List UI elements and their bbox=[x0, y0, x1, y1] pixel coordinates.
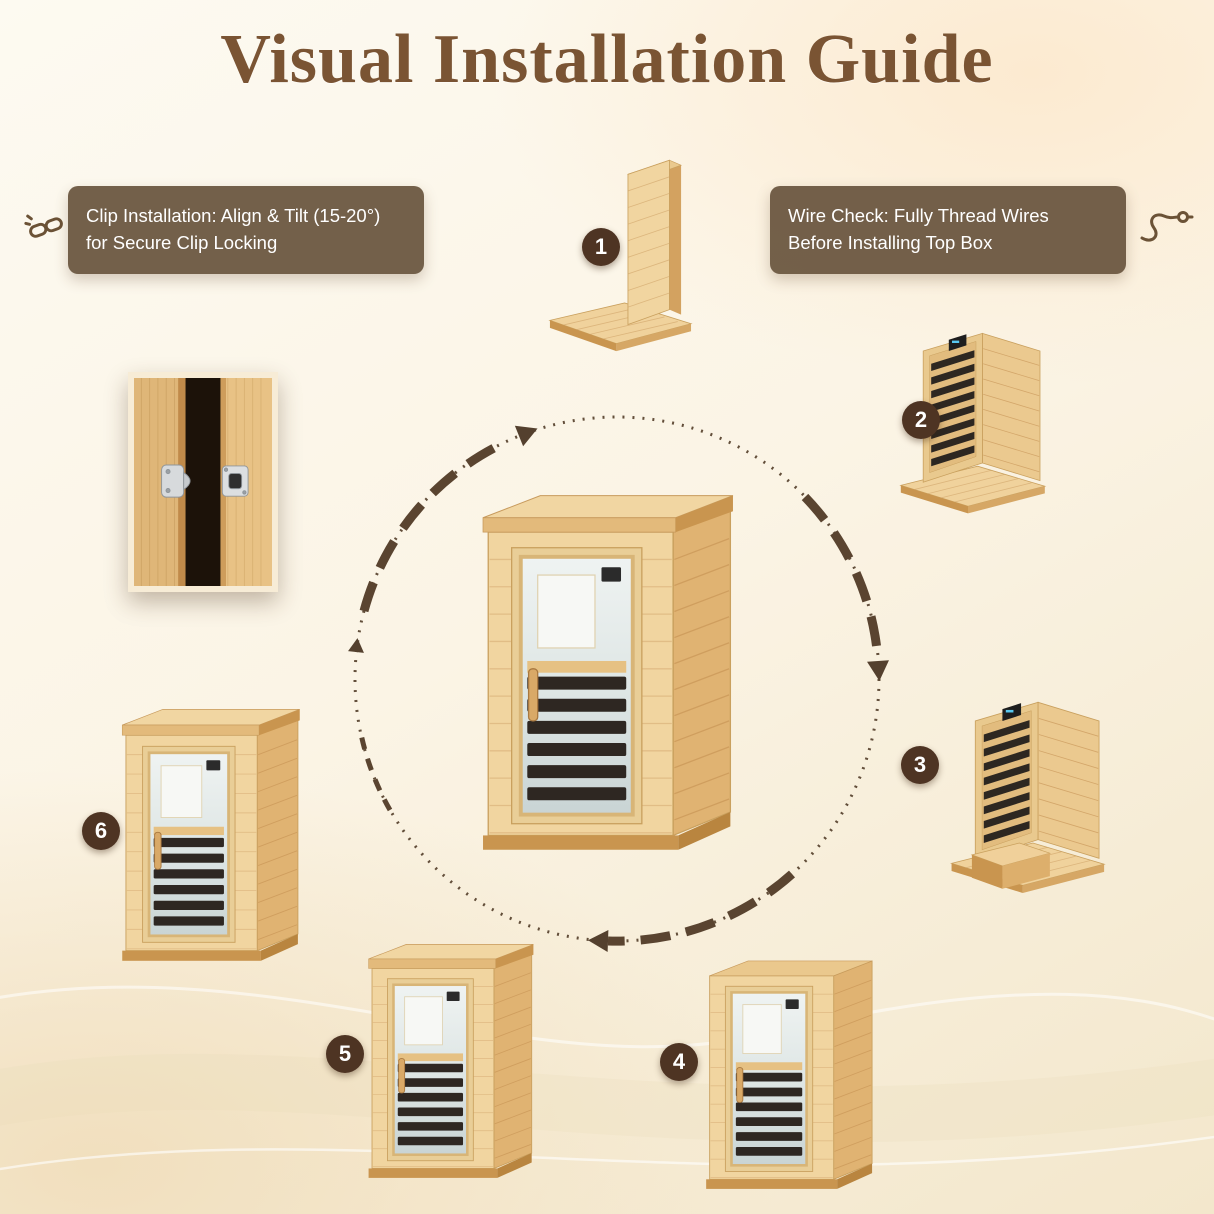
wire-plug-icon bbox=[1140, 211, 1194, 242]
step-2-illustration-heater-side-walls bbox=[888, 296, 1056, 542]
step-6-illustration-complete-sauna bbox=[113, 696, 309, 976]
callout-wire-check: Wire Check: Fully Thread Wires Before In… bbox=[770, 186, 1126, 274]
callout-wire-text: Wire Check: Fully Thread Wires Before In… bbox=[788, 205, 1049, 253]
assembly-cycle-ring bbox=[348, 415, 889, 952]
step-5-badge: 5 bbox=[326, 1035, 364, 1073]
step-1-illustration-floor-first-wall bbox=[535, 136, 701, 372]
page-title: Visual Installation Guide bbox=[220, 21, 994, 98]
step-6-badge: 6 bbox=[82, 812, 120, 850]
arrowhead-icons bbox=[348, 425, 889, 952]
step-3-badge: 3 bbox=[901, 746, 939, 784]
step-1-badge: 1 bbox=[582, 228, 620, 266]
step-4-badge: 4 bbox=[660, 1043, 698, 1081]
step-2-badge: 2 bbox=[902, 401, 940, 439]
chain-link-icon bbox=[24, 214, 63, 238]
center-finished-sauna-illustration bbox=[470, 464, 746, 884]
step-4-illustration-door-installed bbox=[697, 940, 883, 1202]
step-5-illustration-cabin-assembled bbox=[360, 920, 542, 1204]
callout-clip-installation: Clip Installation: Align & Tilt (15-20°)… bbox=[68, 186, 424, 274]
clip-detail-photo bbox=[128, 372, 278, 592]
step-3-illustration-walls-and-bench bbox=[938, 645, 1116, 941]
callout-clip-text: Clip Installation: Align & Tilt (15-20°)… bbox=[86, 205, 381, 253]
